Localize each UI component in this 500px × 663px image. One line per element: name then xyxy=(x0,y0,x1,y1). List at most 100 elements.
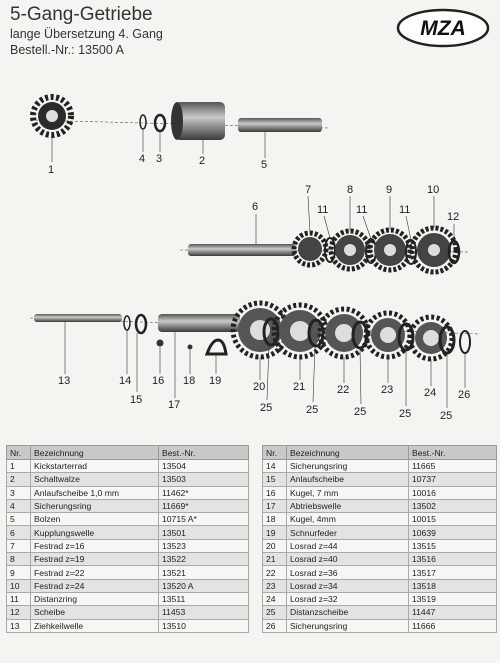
cell-order: 13523 xyxy=(158,538,249,554)
cell-order: 10737 xyxy=(408,472,497,487)
cell-name: Sicherungsring xyxy=(30,498,159,514)
cell-order: 13518 xyxy=(408,578,497,593)
cell-name: Losrad z=34 xyxy=(286,578,409,593)
cell-name: Kupplungswelle xyxy=(30,525,159,540)
cell-name: Losrad z=40 xyxy=(286,552,409,567)
mza-logo: MZA xyxy=(396,8,490,48)
cell-order: 11669* xyxy=(158,498,249,514)
cell-nr: 24 xyxy=(262,591,287,607)
label-part-8: 8 xyxy=(347,184,353,196)
bolt-part-5 xyxy=(238,118,322,132)
cell-order: 11665 xyxy=(408,458,497,474)
label-part-4: 4 xyxy=(139,153,145,165)
header: 5-Gang-Getriebe lange Übersetzung 4. Gan… xyxy=(10,4,163,58)
label-part-9: 9 xyxy=(386,184,392,196)
label-part-11: 11 xyxy=(356,204,367,216)
cell-name: Kugel, 4mm xyxy=(286,512,409,527)
cell-nr: 8 xyxy=(6,552,31,567)
retaining-ring-part-26 xyxy=(459,330,471,354)
label-part-22: 22 xyxy=(337,384,349,396)
cell-nr: 11 xyxy=(6,591,31,607)
cell-nr: 26 xyxy=(262,618,287,633)
cell-name: Abtriebswelle xyxy=(286,498,409,514)
cell-order: 11447 xyxy=(408,605,497,620)
cell-nr: 3 xyxy=(6,485,31,500)
cell-order: 13519 xyxy=(408,591,497,607)
cell-order: 13502 xyxy=(408,498,497,514)
cell-order: 13511 xyxy=(158,591,249,607)
clutch-shaft-part-6 xyxy=(188,244,296,256)
column-header-order: Best.-Nr. xyxy=(158,445,249,460)
label-part-25: 25 xyxy=(440,410,452,422)
cell-order: 13520 A xyxy=(158,578,249,593)
output-shaft-part-17 xyxy=(158,314,240,332)
label-part-11: 11 xyxy=(399,204,410,216)
cell-order: 11462* xyxy=(158,485,249,500)
cell-nr: 7 xyxy=(6,538,31,554)
page-title: 5-Gang-Getriebe xyxy=(10,4,153,25)
cell-name: Anlaufscheibe xyxy=(286,472,409,487)
cell-name: Anlaufscheibe 1,0 mm xyxy=(30,485,159,500)
idler-gear-z40-part-21 xyxy=(271,302,329,360)
cell-nr: 5 xyxy=(6,512,31,527)
cell-nr: 1 xyxy=(6,458,31,474)
cell-name: Schaltwalze xyxy=(30,472,159,487)
label-part-20: 20 xyxy=(253,381,265,393)
retaining-ring-part-14 xyxy=(123,315,131,331)
thrust-washer-part-15 xyxy=(134,313,148,335)
label-part-23: 23 xyxy=(381,384,393,396)
fixed-gear-z22-part-9 xyxy=(367,227,413,273)
cell-nr: 13 xyxy=(6,618,31,633)
cell-order: 13515 xyxy=(408,538,497,554)
label-part-5: 5 xyxy=(261,159,267,171)
cell-nr: 18 xyxy=(262,512,287,527)
cell-nr: 10 xyxy=(6,578,31,593)
order-number: Bestell.-Nr.: 13500 A xyxy=(10,43,124,57)
label-part-19: 19 xyxy=(209,375,221,387)
cell-name: Festrad z=22 xyxy=(30,565,159,580)
label-part-6: 6 xyxy=(252,201,258,213)
cell-nr: 4 xyxy=(6,498,31,514)
cell-nr: 6 xyxy=(6,525,31,540)
cell-name: Kugel, 7 mm xyxy=(286,485,409,500)
cell-name: Festrad z=19 xyxy=(30,552,159,567)
column-header-nr: Nr. xyxy=(262,445,287,460)
spacer-washer-part-25 xyxy=(307,318,325,348)
cell-name: Kickstarterrad xyxy=(30,458,159,474)
cell-order: 11666 xyxy=(408,618,497,633)
label-part-13: 13 xyxy=(58,375,70,387)
cell-order: 13516 xyxy=(408,552,497,567)
label-part-3: 3 xyxy=(156,153,162,165)
label-part-1: 1 xyxy=(48,164,54,176)
cord-spring-part-19 xyxy=(204,338,228,356)
exploded-gearbox-diagram: 1 4 3 2 5 6 7 11 8 11 9 11 10 12 13 14 1… xyxy=(29,94,481,422)
cell-nr: 9 xyxy=(6,565,31,580)
spacer-washer-part-25 xyxy=(262,317,280,347)
label-part-17: 17 xyxy=(168,399,180,411)
cell-name: Distanzring xyxy=(30,591,159,607)
cell-order: 11453 xyxy=(158,605,249,620)
label-part-16: 16 xyxy=(152,375,164,387)
page-subtitle: lange Übersetzung 4. Gang xyxy=(10,27,163,41)
label-part-18: 18 xyxy=(183,375,195,387)
label-part-11: 11 xyxy=(317,204,328,216)
cell-order: 13501 xyxy=(158,525,249,540)
cell-nr: 22 xyxy=(262,565,287,580)
part-labels: 1 4 3 2 5 6 7 11 8 11 9 11 10 12 13 14 1… xyxy=(48,153,470,422)
cell-name: Bolzen xyxy=(30,512,159,527)
label-part-25: 25 xyxy=(306,404,318,416)
